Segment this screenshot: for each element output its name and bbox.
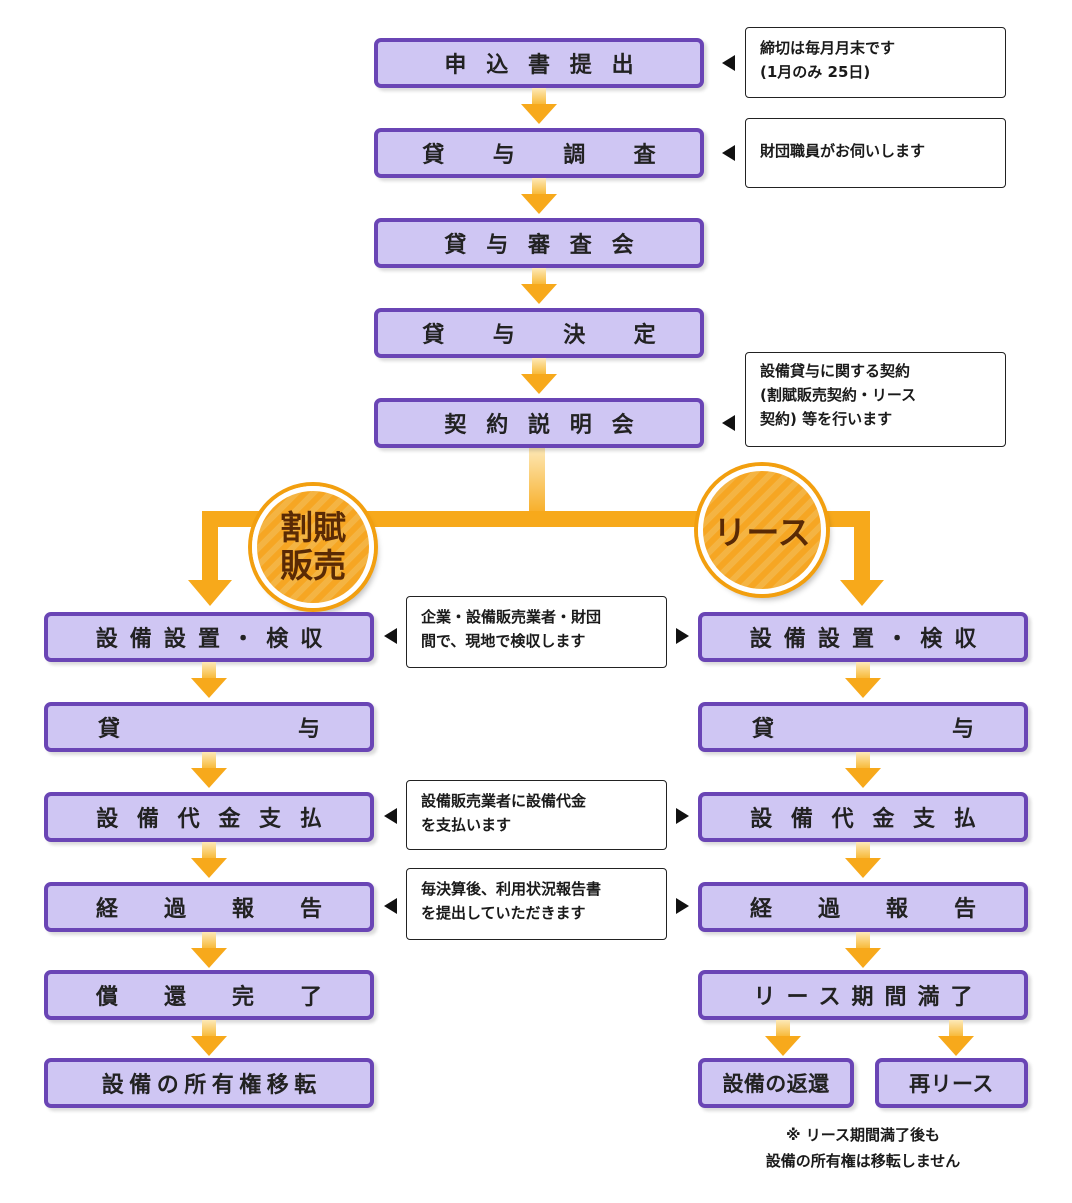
lease-step-return: 設備の返還 <box>698 1058 854 1108</box>
step-application: 申込書提出 <box>374 38 704 88</box>
arrow-down-icon <box>521 178 557 216</box>
note-contract: 設備貸与に関する契約 (割賦販売契約・リース 契約) 等を行います <box>745 352 1006 447</box>
step-review: 貸与審査会 <box>374 218 704 268</box>
lend-char-2: 与 <box>297 717 320 742</box>
lease-step-term-end: リース期間満了 <box>698 970 1028 1020</box>
arrow-down-icon <box>191 932 227 970</box>
pointer-left-icon <box>384 808 397 824</box>
installment-step-transfer: 設備の所有権移転 <box>44 1058 374 1108</box>
arrow-down-icon <box>521 88 557 126</box>
lend-char-1: 貸 <box>752 717 775 742</box>
note-deadline: 締切は毎月月末です (1月のみ 25日) <box>745 27 1006 98</box>
arrow-down-icon <box>521 358 557 396</box>
branch-left-arrowhead <box>188 580 232 606</box>
step-survey: 貸与調査 <box>374 128 704 178</box>
arrow-down-icon <box>191 662 227 700</box>
arrow-down-icon <box>191 752 227 790</box>
branch-stem <box>529 447 545 519</box>
footnote: ※ リース期間満了後も 設備の所有権は移転しません <box>765 1126 961 1171</box>
step-decision: 貸与決定 <box>374 308 704 358</box>
arrow-down-icon <box>845 842 881 880</box>
arrow-down-icon <box>938 1020 974 1058</box>
lease-step-install: 設備設置・検収 <box>698 612 1028 662</box>
lease-step-lend: 貸 与 <box>698 702 1028 752</box>
pointer-right-icon <box>676 898 689 914</box>
pointer-left-icon <box>384 628 397 644</box>
lend-char-1: 貸 <box>98 717 121 742</box>
pointer-right-icon <box>676 628 689 644</box>
installment-step-report: 経 過 報 告 <box>44 882 374 932</box>
branch-right-arrowhead <box>840 580 884 606</box>
lease-step-payment: 設備代金支払 <box>698 792 1028 842</box>
installment-step-lend: 貸 与 <box>44 702 374 752</box>
lend-char-2: 与 <box>951 717 974 742</box>
installment-step-install: 設備設置・検収 <box>44 612 374 662</box>
step-briefing: 契約説明会 <box>374 398 704 448</box>
arrow-down-icon <box>191 842 227 880</box>
note-inspection: 企業・設備販売業者・財団 間で、現地で検収します <box>406 596 667 668</box>
arrow-down-icon <box>191 1020 227 1058</box>
note-payment: 設備販売業者に設備代金 を支払います <box>406 780 667 850</box>
pointer-left-icon <box>722 415 735 431</box>
lease-step-relet: 再リース <box>875 1058 1028 1108</box>
badge-lease: リース <box>698 466 826 594</box>
arrow-down-icon <box>845 752 881 790</box>
note-report: 毎決算後、利用状況報告書 を提出していただきます <box>406 868 667 940</box>
branch-left-leg <box>202 511 218 581</box>
arrow-down-icon <box>521 268 557 306</box>
badge-installment: 割賦 販売 <box>252 486 374 608</box>
pointer-left-icon <box>722 145 735 161</box>
note-visit: 財団職員がお伺いします <box>745 118 1006 188</box>
branch-right-leg <box>854 511 870 581</box>
pointer-left-icon <box>722 55 735 71</box>
arrow-down-icon <box>765 1020 801 1058</box>
pointer-left-icon <box>384 898 397 914</box>
lease-step-report: 経 過 報 告 <box>698 882 1028 932</box>
arrow-down-icon <box>845 932 881 970</box>
installment-step-repay: 償 還 完 了 <box>44 970 374 1020</box>
pointer-right-icon <box>676 808 689 824</box>
installment-step-payment: 設備代金支払 <box>44 792 374 842</box>
arrow-down-icon <box>845 662 881 700</box>
